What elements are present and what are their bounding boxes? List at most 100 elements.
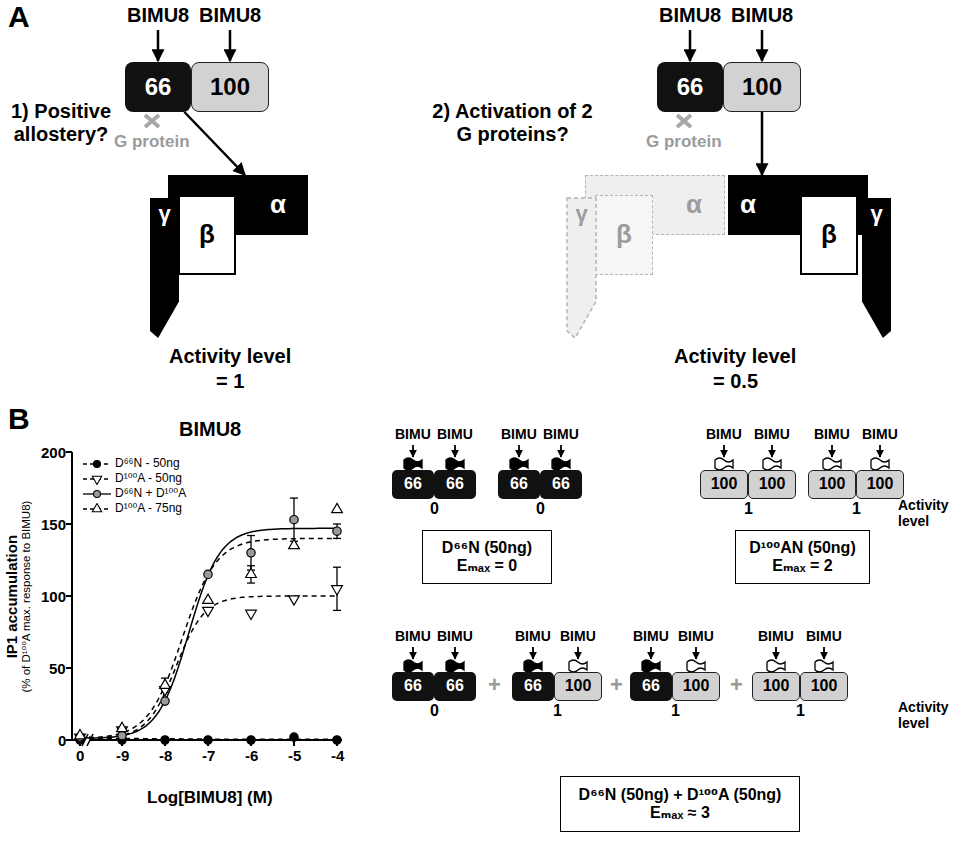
node-text: β bbox=[199, 220, 215, 250]
legend-item: D⁶⁶N - 50ng bbox=[82, 456, 186, 471]
tick-label: 50 bbox=[49, 660, 66, 677]
node-text: 100 bbox=[742, 73, 782, 101]
axis-title: Log[BIMU8] (M) bbox=[147, 788, 273, 808]
tick-label: -6 bbox=[245, 747, 258, 764]
hypothesis-title: 2) Activation of 2 G proteins? bbox=[425, 100, 600, 146]
tick-label: -4 bbox=[331, 747, 344, 764]
ligand-name: BIMU bbox=[395, 628, 431, 644]
node-text: 66 bbox=[145, 73, 172, 101]
data-point bbox=[247, 736, 255, 744]
node-text: D⁶⁶N (50ng) bbox=[442, 539, 532, 557]
legend-marker bbox=[92, 476, 101, 484]
axis-subtitle: (% of D¹⁰⁰A max. response to BIMU8) bbox=[20, 501, 33, 693]
node-text: 66 bbox=[404, 475, 422, 493]
node-text: 66 bbox=[404, 677, 422, 695]
axis-tick bbox=[66, 667, 72, 669]
activity-value: = 0.5 bbox=[713, 370, 758, 393]
node-text: α bbox=[740, 190, 756, 220]
receptor-protomer: 100 bbox=[672, 672, 720, 701]
plus-sign: + bbox=[488, 672, 501, 697]
receptor-protomer: 66 bbox=[630, 672, 672, 701]
receptor-protomer: 66 bbox=[392, 470, 434, 499]
data-point bbox=[290, 733, 298, 741]
tick-label: 150 bbox=[41, 516, 66, 533]
activity-label: Activity level bbox=[169, 345, 291, 368]
node-text: γ bbox=[575, 201, 587, 226]
ligand-arrow bbox=[454, 647, 456, 659]
node-text: 100 bbox=[867, 475, 894, 493]
receptor-protomer: 100 bbox=[700, 470, 748, 499]
data-point bbox=[289, 596, 300, 605]
legend-item: D⁶⁶N + D¹⁰⁰A bbox=[82, 486, 186, 501]
axis-tick bbox=[66, 523, 72, 525]
node-text: 66 bbox=[642, 677, 660, 695]
ligand-name: BIMU8 bbox=[127, 4, 189, 27]
receptor-protomer: 100 bbox=[748, 470, 796, 499]
subunit-shape bbox=[150, 198, 179, 338]
legend-item: D¹⁰⁰A - 75ng bbox=[82, 501, 186, 516]
blocked-mark bbox=[677, 115, 691, 127]
axis-tick bbox=[66, 451, 72, 453]
ligand-flag bbox=[446, 458, 464, 470]
activity-value: 1 bbox=[852, 500, 861, 518]
axis-title: IP1 accumulation bbox=[3, 535, 20, 658]
node-text: Eₘₐₓ = 0 bbox=[457, 557, 517, 575]
data-point bbox=[161, 697, 169, 705]
data-point bbox=[204, 570, 212, 578]
ligand-name: BIMU bbox=[678, 628, 714, 644]
receptor-protomer: 66 bbox=[434, 470, 476, 499]
activity-value: 1 bbox=[744, 500, 753, 518]
error-cap bbox=[247, 582, 255, 583]
ligand-flag bbox=[767, 660, 785, 672]
node-text: 100 bbox=[759, 475, 786, 493]
tick-label: -7 bbox=[202, 747, 215, 764]
data-point bbox=[332, 586, 343, 595]
ligand-name: BIMU bbox=[501, 426, 537, 442]
error-cap bbox=[290, 497, 298, 498]
ligand-flag bbox=[552, 458, 570, 470]
activity-value: 1 bbox=[796, 702, 805, 720]
receptor-protomer: 66 bbox=[498, 470, 540, 499]
g-beta-subunit: β bbox=[800, 195, 858, 275]
ligand-name: BIMU bbox=[437, 628, 473, 644]
chart-title: BIMU8 bbox=[179, 418, 241, 441]
ligand-arrow bbox=[689, 30, 692, 61]
node-text: 66 bbox=[552, 475, 570, 493]
node-text: 66 bbox=[510, 475, 528, 493]
chart-legend: D⁶⁶N - 50ngD¹⁰⁰A - 50ngD⁶⁶N + D¹⁰⁰AD¹⁰⁰A… bbox=[82, 456, 186, 516]
node-text: β bbox=[616, 220, 632, 250]
error-cap bbox=[247, 565, 255, 566]
node-text: α bbox=[270, 190, 286, 220]
ligand-arrow bbox=[532, 647, 534, 659]
ligand-name: BIMU bbox=[437, 426, 473, 442]
g-gamma-subunit: γ bbox=[567, 198, 596, 338]
node-text: α bbox=[686, 190, 702, 220]
emax-box: D⁶⁶N (50ng)Eₘₐₓ = 0 bbox=[422, 530, 552, 584]
axis-break bbox=[87, 734, 93, 746]
plus-sign: + bbox=[610, 672, 623, 697]
receptor-protomer: 100 bbox=[808, 470, 856, 499]
receptor-protomer: 66 bbox=[657, 62, 723, 112]
tick-label: -9 bbox=[116, 747, 129, 764]
ligand-arrow bbox=[518, 445, 520, 457]
ligand-flag bbox=[763, 458, 781, 470]
node-text: 100 bbox=[763, 677, 790, 695]
node-text: D⁶⁶N (50ng) + D¹⁰⁰A (50ng) bbox=[579, 786, 782, 804]
tick-label: -5 bbox=[288, 747, 301, 764]
legend-marker bbox=[94, 490, 101, 497]
node-text: 66 bbox=[524, 677, 542, 695]
ligand-arrow bbox=[412, 445, 414, 457]
g-protein-label: G protein bbox=[114, 132, 190, 152]
legend-text: D¹⁰⁰A - 50ng bbox=[115, 472, 182, 485]
activity-value: 1 bbox=[671, 702, 680, 720]
ligand-flag bbox=[510, 458, 528, 470]
tick-label: 200 bbox=[41, 444, 66, 461]
legend-marker bbox=[94, 460, 101, 467]
receptor-protomer: 66 bbox=[540, 470, 582, 499]
data-point bbox=[289, 539, 300, 548]
ligand-name: BIMU bbox=[814, 426, 850, 442]
data-point bbox=[203, 594, 214, 603]
data-point bbox=[333, 527, 341, 535]
receptor-protomer: 66 bbox=[125, 62, 191, 112]
receptor-protomer: 66 bbox=[512, 672, 554, 701]
